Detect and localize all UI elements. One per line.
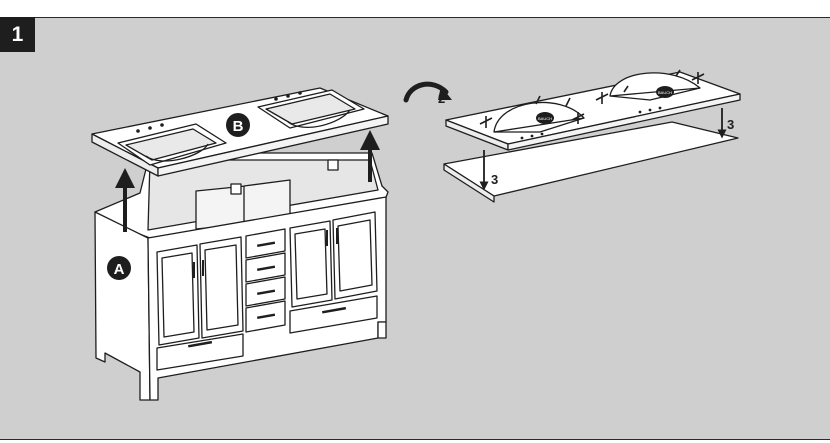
drawer-bottom-left	[156, 333, 244, 371]
door-left-inner	[199, 236, 244, 339]
bowl-logo-right: BAUCH	[658, 90, 672, 95]
place-arrows: 3 3	[479, 108, 734, 191]
sink-left	[117, 123, 227, 166]
step-number-badge: 1	[0, 17, 35, 52]
flip-step-number: 2	[438, 91, 445, 106]
inverted-countertop: BAUCH BAUCH	[445, 69, 741, 151]
place-step-left: 3	[491, 172, 498, 187]
vanity-cabinet	[94, 152, 389, 401]
mounting-clips	[479, 69, 705, 128]
vanity-top-plate	[443, 121, 739, 203]
door-left-outer	[156, 244, 200, 346]
cabinet-leg-right	[377, 321, 387, 339]
drawer-bottom-right	[289, 295, 378, 334]
inverted-holes	[520, 106, 662, 140]
door-right-outer	[289, 220, 333, 308]
cabinet-bracket-left	[230, 183, 242, 195]
cabinet-handles	[188, 228, 347, 348]
cabinet-bracket-right	[327, 159, 339, 171]
callout-a-label: A	[114, 261, 125, 278]
callout-b-label: B	[233, 118, 244, 135]
sink-right	[257, 89, 365, 129]
bowl-logo-left: BAUCH	[538, 116, 552, 121]
cabinet-side-left	[94, 211, 151, 401]
door-right-inner	[332, 211, 378, 300]
callout-b: B	[226, 113, 250, 137]
place-step-right: 3	[727, 117, 734, 132]
faucet-holes	[136, 91, 302, 133]
callout-a: A	[107, 256, 131, 280]
flip-arrow: 2	[403, 81, 452, 106]
lift-arrows	[115, 130, 380, 232]
step-number: 1	[11, 22, 24, 46]
